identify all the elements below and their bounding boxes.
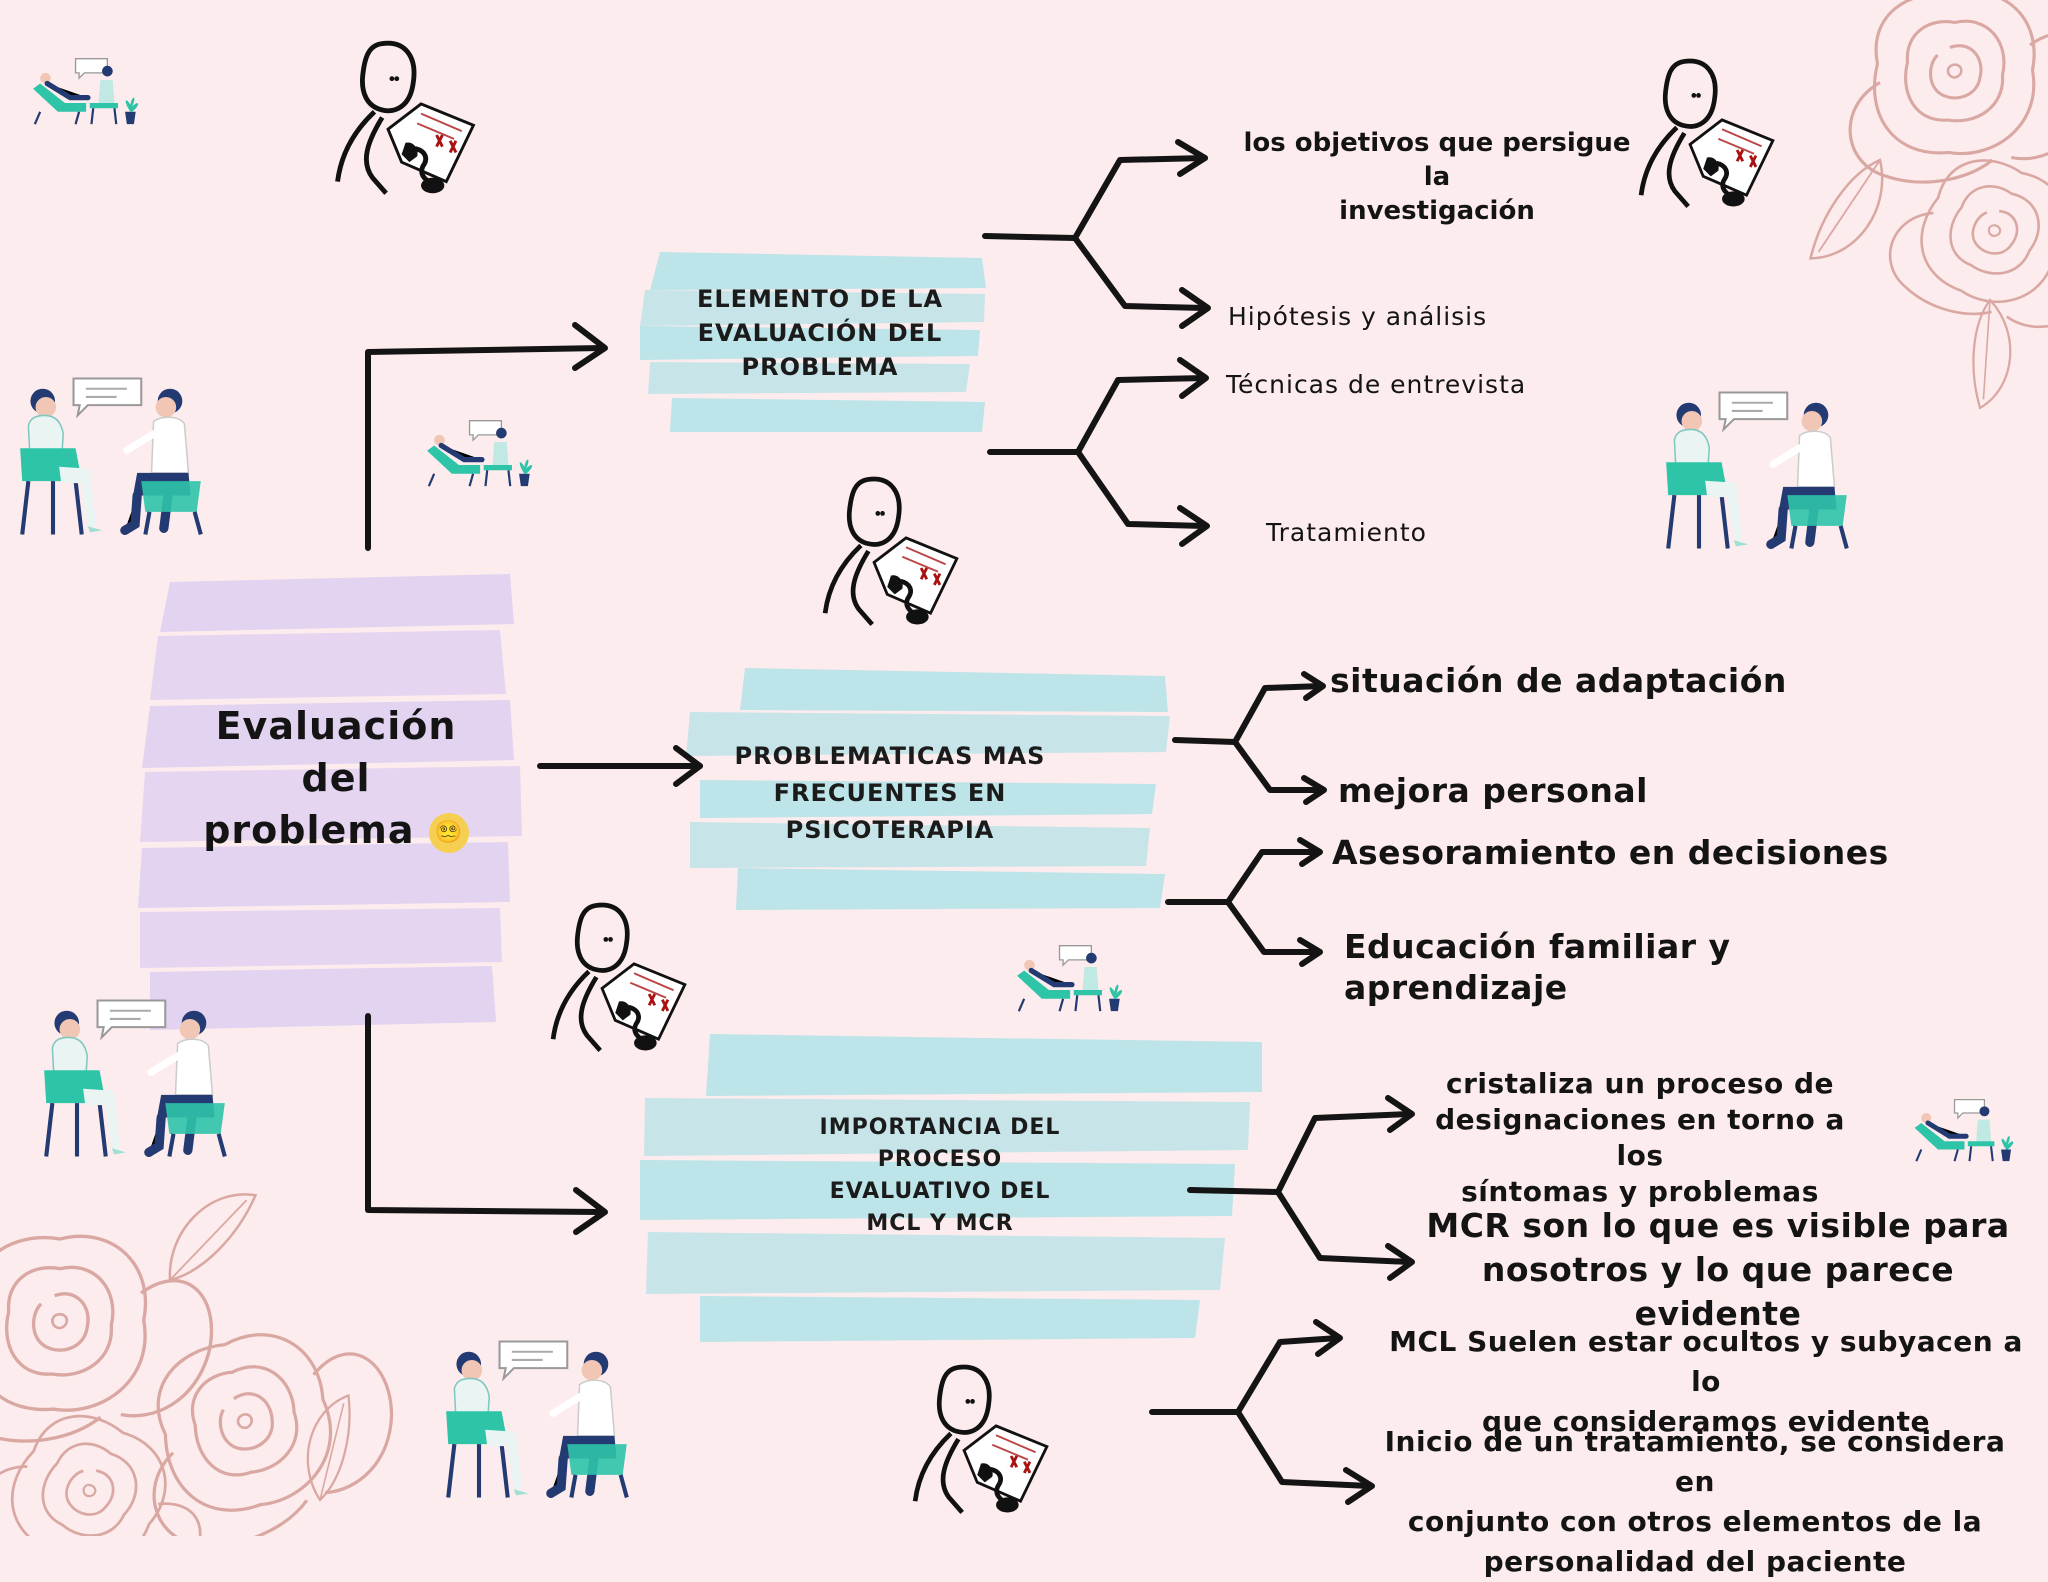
leaf-mcl: MCL Suelen estar ocultos y subyacen a lo… xyxy=(1376,1322,2036,1442)
category-line: MCL Y MCR xyxy=(866,1211,1014,1236)
leaf-line: investigación xyxy=(1339,196,1535,226)
therapy-session-icon xyxy=(1660,384,1855,559)
leaf-cristaliza: cristaliza un proceso de designaciones e… xyxy=(1420,1066,1860,1210)
doctor-with-clipboard-icon xyxy=(318,36,493,201)
category-highlights xyxy=(640,252,1262,1342)
leaf-line: designaciones en torno a los xyxy=(1435,1103,1845,1172)
background-layer xyxy=(0,0,2048,1536)
leaf-tratamiento: Tratamiento xyxy=(1266,518,1427,547)
leaf-line: conjunto con otros elementos de la xyxy=(1407,1505,1983,1538)
patient-on-couch-icon xyxy=(420,414,535,492)
leaf-educacion-familiar: Educación familiar y aprendizaje xyxy=(1344,927,1731,1008)
category-line: FRECUENTES EN xyxy=(773,779,1007,807)
patient-on-couch-icon xyxy=(26,52,141,130)
dizzy-face-emoji: 😵‍💫 xyxy=(428,812,469,853)
category-importancia-proceso: IMPORTANCIA DEL PROCESO EVALUATIVO DEL M… xyxy=(780,1112,1100,1240)
branch-line-1 xyxy=(365,345,605,551)
leaf-mejora-personal: mejora personal xyxy=(1338,771,1648,810)
leaf-line: personalidad del paciente xyxy=(1483,1545,1907,1578)
leaf-line: los objetivos que persigue la xyxy=(1243,128,1631,192)
category-elemento-evaluacion: ELEMENTO DE LA EVALUACIÓN DEL PROBLEMA xyxy=(660,282,980,384)
central-topic-word: problema xyxy=(203,808,415,852)
category-line: IMPORTANCIA DEL xyxy=(819,1115,1061,1140)
central-highlight xyxy=(138,574,522,1030)
doctor-with-clipboard-icon xyxy=(1622,54,1792,214)
branch-arrow-1 xyxy=(572,322,608,371)
leaf-asesoramiento: Asesoramiento en decisiones xyxy=(1332,833,1889,872)
leaf-tecnicas: Técnicas de entrevista xyxy=(1226,370,1527,399)
category-line: ELEMENTO DE LA xyxy=(696,285,944,313)
leaf-line: MCR son lo que es visible para xyxy=(1426,1206,2010,1245)
patient-on-couch-icon xyxy=(1908,1092,2016,1168)
category-line: PSICOTERAPIA xyxy=(785,816,995,844)
leaf-situacion-adaptacion: situación de adaptación xyxy=(1330,661,1787,700)
therapy-session-icon xyxy=(14,370,209,545)
branch-arrow-2 xyxy=(673,745,703,787)
doctor-with-clipboard-icon xyxy=(806,472,976,632)
category-line: PROBLEMATICAS MAS xyxy=(734,742,1046,770)
central-topic-line3: problema 😵‍💫 xyxy=(150,804,522,856)
leaf-objetivos: los objetivos que persigue la investigac… xyxy=(1228,126,1646,228)
leaf-line: Inicio de un tratamiento, se considera e… xyxy=(1384,1425,2006,1498)
patient-on-couch-icon xyxy=(1010,938,1125,1018)
leaf-line: cristaliza un proceso de xyxy=(1445,1067,1835,1100)
leaf-line: que consideramos evidente xyxy=(1482,1405,1930,1438)
leaf-hipotesis: Hipótesis y análisis xyxy=(1228,302,1488,331)
branch-arrow-3 xyxy=(573,1187,608,1235)
category-line: PROBLEMA xyxy=(741,353,899,381)
category-line: EVALUATIVO DEL xyxy=(829,1179,1051,1204)
leaf-mcr: MCR son lo que es visible para nosotros … xyxy=(1412,1204,2024,1336)
therapy-session-icon xyxy=(38,992,233,1167)
branch-line-3 xyxy=(365,1013,605,1215)
central-topic: Evaluación del problema 😵‍💫 xyxy=(150,700,522,856)
leaf-line: MCL Suelen estar ocultos y subyacen a lo xyxy=(1389,1325,2023,1398)
doctor-with-clipboard-icon xyxy=(534,898,704,1058)
central-topic-line1: Evaluación xyxy=(215,704,457,748)
central-topic-line2: del xyxy=(301,756,371,800)
doctor-with-clipboard-icon xyxy=(896,1360,1066,1520)
therapy-session-icon xyxy=(440,1328,635,1513)
leaf-line: síntomas y problemas xyxy=(1461,1175,1819,1208)
category-problematicas-frecuentes: PROBLEMATICAS MAS FRECUENTES EN PSICOTER… xyxy=(700,738,1080,849)
category-line: EVALUACIÓN DEL xyxy=(697,319,943,347)
leaf-inicio-tratamiento: Inicio de un tratamiento, se considera e… xyxy=(1360,1422,2030,1582)
connector-layer xyxy=(365,139,1415,1505)
leaf-line: nosotros y lo que parece evidente xyxy=(1481,1250,1955,1333)
category-line: PROCESO xyxy=(877,1147,1003,1172)
